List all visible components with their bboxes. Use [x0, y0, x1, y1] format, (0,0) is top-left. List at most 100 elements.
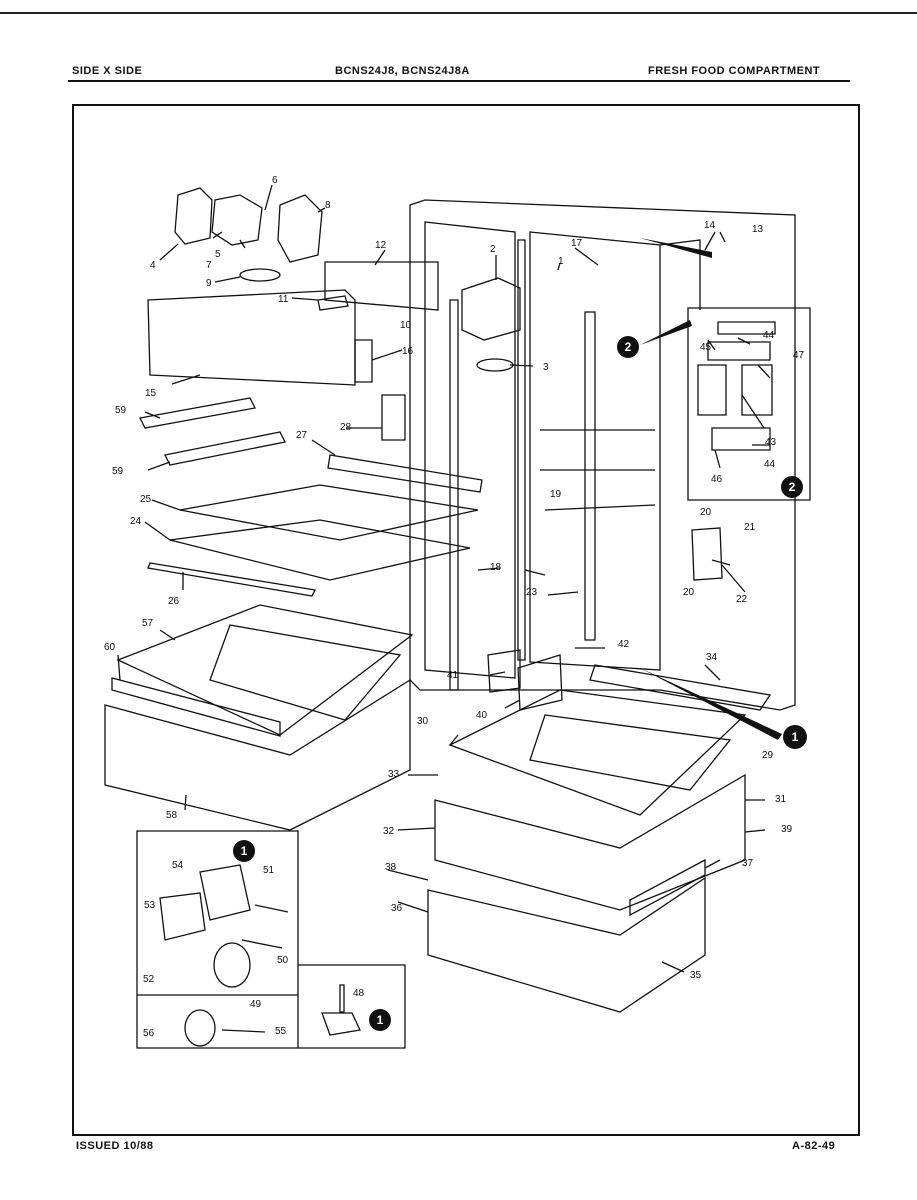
part-label: 55 [275, 1026, 287, 1037]
crisper-drawer-left [104, 678, 411, 831]
part-label: 54 [172, 860, 184, 871]
shelf-frame [169, 519, 471, 581]
part-label: 39 [781, 824, 793, 835]
header-section-title: FRESH FOOD COMPARTMENT [648, 65, 821, 77]
control-housing [461, 277, 521, 341]
callout-circle [783, 725, 807, 749]
part-label: 49 [250, 999, 262, 1010]
top-rule [0, 12, 917, 14]
part-label: 15 [145, 388, 157, 399]
part-label: 20 [683, 587, 695, 598]
part-label: 9 [206, 278, 212, 289]
part-label: 32 [383, 826, 395, 837]
part-label: 42 [618, 639, 630, 650]
cabinet-inner-back [424, 221, 516, 679]
part-label: 40 [476, 710, 488, 721]
part-label: 53 [144, 900, 156, 911]
part-label: 5 [215, 249, 221, 260]
part-label: 3 [543, 362, 549, 373]
glass-shelf [179, 484, 479, 541]
callout-number: 1 [792, 730, 799, 744]
part-label: 59 [115, 405, 127, 416]
shelf-channel-right [584, 311, 596, 641]
shelf-trim-front [327, 454, 483, 493]
part-label: 34 [706, 652, 718, 663]
part-label: 24 [130, 516, 142, 527]
part-label: 29 [762, 750, 774, 761]
part-label: 16 [402, 346, 414, 357]
part-label: 17 [571, 238, 583, 249]
inset-box-2 [687, 307, 811, 501]
part-label: 22 [736, 594, 748, 605]
part-label: 51 [263, 865, 275, 876]
part-label: 25 [140, 494, 152, 505]
part-label: 6 [272, 175, 278, 186]
cabinet-inner-wall [529, 231, 661, 671]
part-label: 38 [385, 862, 397, 873]
part-label: 13 [752, 224, 764, 235]
light-shield [147, 289, 356, 386]
part-label: 44 [763, 330, 775, 341]
callout-circle [369, 1009, 391, 1031]
footer-issue-date: ISSUED 10/88 [76, 1140, 154, 1152]
part-label: 60 [104, 642, 116, 653]
crisper-cover-left [116, 604, 414, 736]
part-label: 12 [375, 240, 387, 251]
header-model-type: SIDE X SIDE [72, 65, 143, 77]
diagram-frame [72, 104, 860, 1136]
shelf-channel-left [449, 299, 459, 691]
part-label: 26 [168, 596, 180, 607]
footer-page-code: A-82-49 [792, 1140, 836, 1152]
part-label: 4 [150, 260, 156, 271]
part-label: 36 [391, 903, 403, 914]
part-label: 37 [742, 858, 754, 869]
part-label: 44 [764, 459, 776, 470]
part-label: 33 [388, 769, 400, 780]
part-label: 31 [775, 794, 787, 805]
part-label: 52 [143, 974, 155, 985]
part-label: 21 [744, 522, 756, 533]
part-label: 28 [340, 422, 352, 433]
part-label: 30 [417, 716, 429, 727]
part-label: 8 [325, 200, 331, 211]
part-label: 35 [690, 970, 702, 981]
part-label: 7 [206, 260, 212, 271]
part-label: 57 [142, 618, 154, 629]
crisper-drawer-right [434, 773, 746, 911]
part-label: 27 [296, 430, 308, 441]
callout-number: 1 [241, 844, 248, 858]
part-label: 48 [353, 988, 365, 999]
part-label: 23 [526, 587, 538, 598]
part-label: 50 [277, 955, 289, 966]
header-rule [68, 80, 850, 82]
part-label: 14 [704, 220, 716, 231]
part-label: 47 [793, 350, 805, 361]
control-knob [476, 358, 514, 372]
part-label: 11 [278, 294, 289, 305]
thermostat-housing [277, 194, 323, 263]
callout-number: 2 [625, 340, 632, 354]
cabinet-liner [409, 199, 796, 711]
part-label: 58 [166, 810, 178, 821]
part-label: 20 [700, 507, 712, 518]
part-label: 1 [558, 256, 564, 267]
part-label: 2 [490, 244, 496, 255]
part-label: 41 [447, 670, 459, 681]
part-label: 19 [550, 489, 562, 500]
header-model-numbers: BCNS24J8, BCNS24J8A [335, 65, 470, 77]
callout-circle [781, 476, 803, 498]
meat-pan [427, 876, 706, 1013]
callout-circle [233, 840, 255, 862]
part-label: 18 [490, 562, 502, 573]
part-label: 56 [143, 1028, 155, 1039]
callout-circle [617, 336, 639, 358]
crisper-cover-right [448, 689, 747, 816]
inset-box-1 [136, 830, 299, 1049]
part-label: 45 [700, 342, 712, 353]
callout-number: 2 [789, 480, 796, 494]
part-label: 59 [112, 466, 124, 477]
part-label: 10 [400, 320, 412, 331]
callout-number: 1 [377, 1013, 384, 1027]
part-label: 43 [765, 437, 777, 448]
